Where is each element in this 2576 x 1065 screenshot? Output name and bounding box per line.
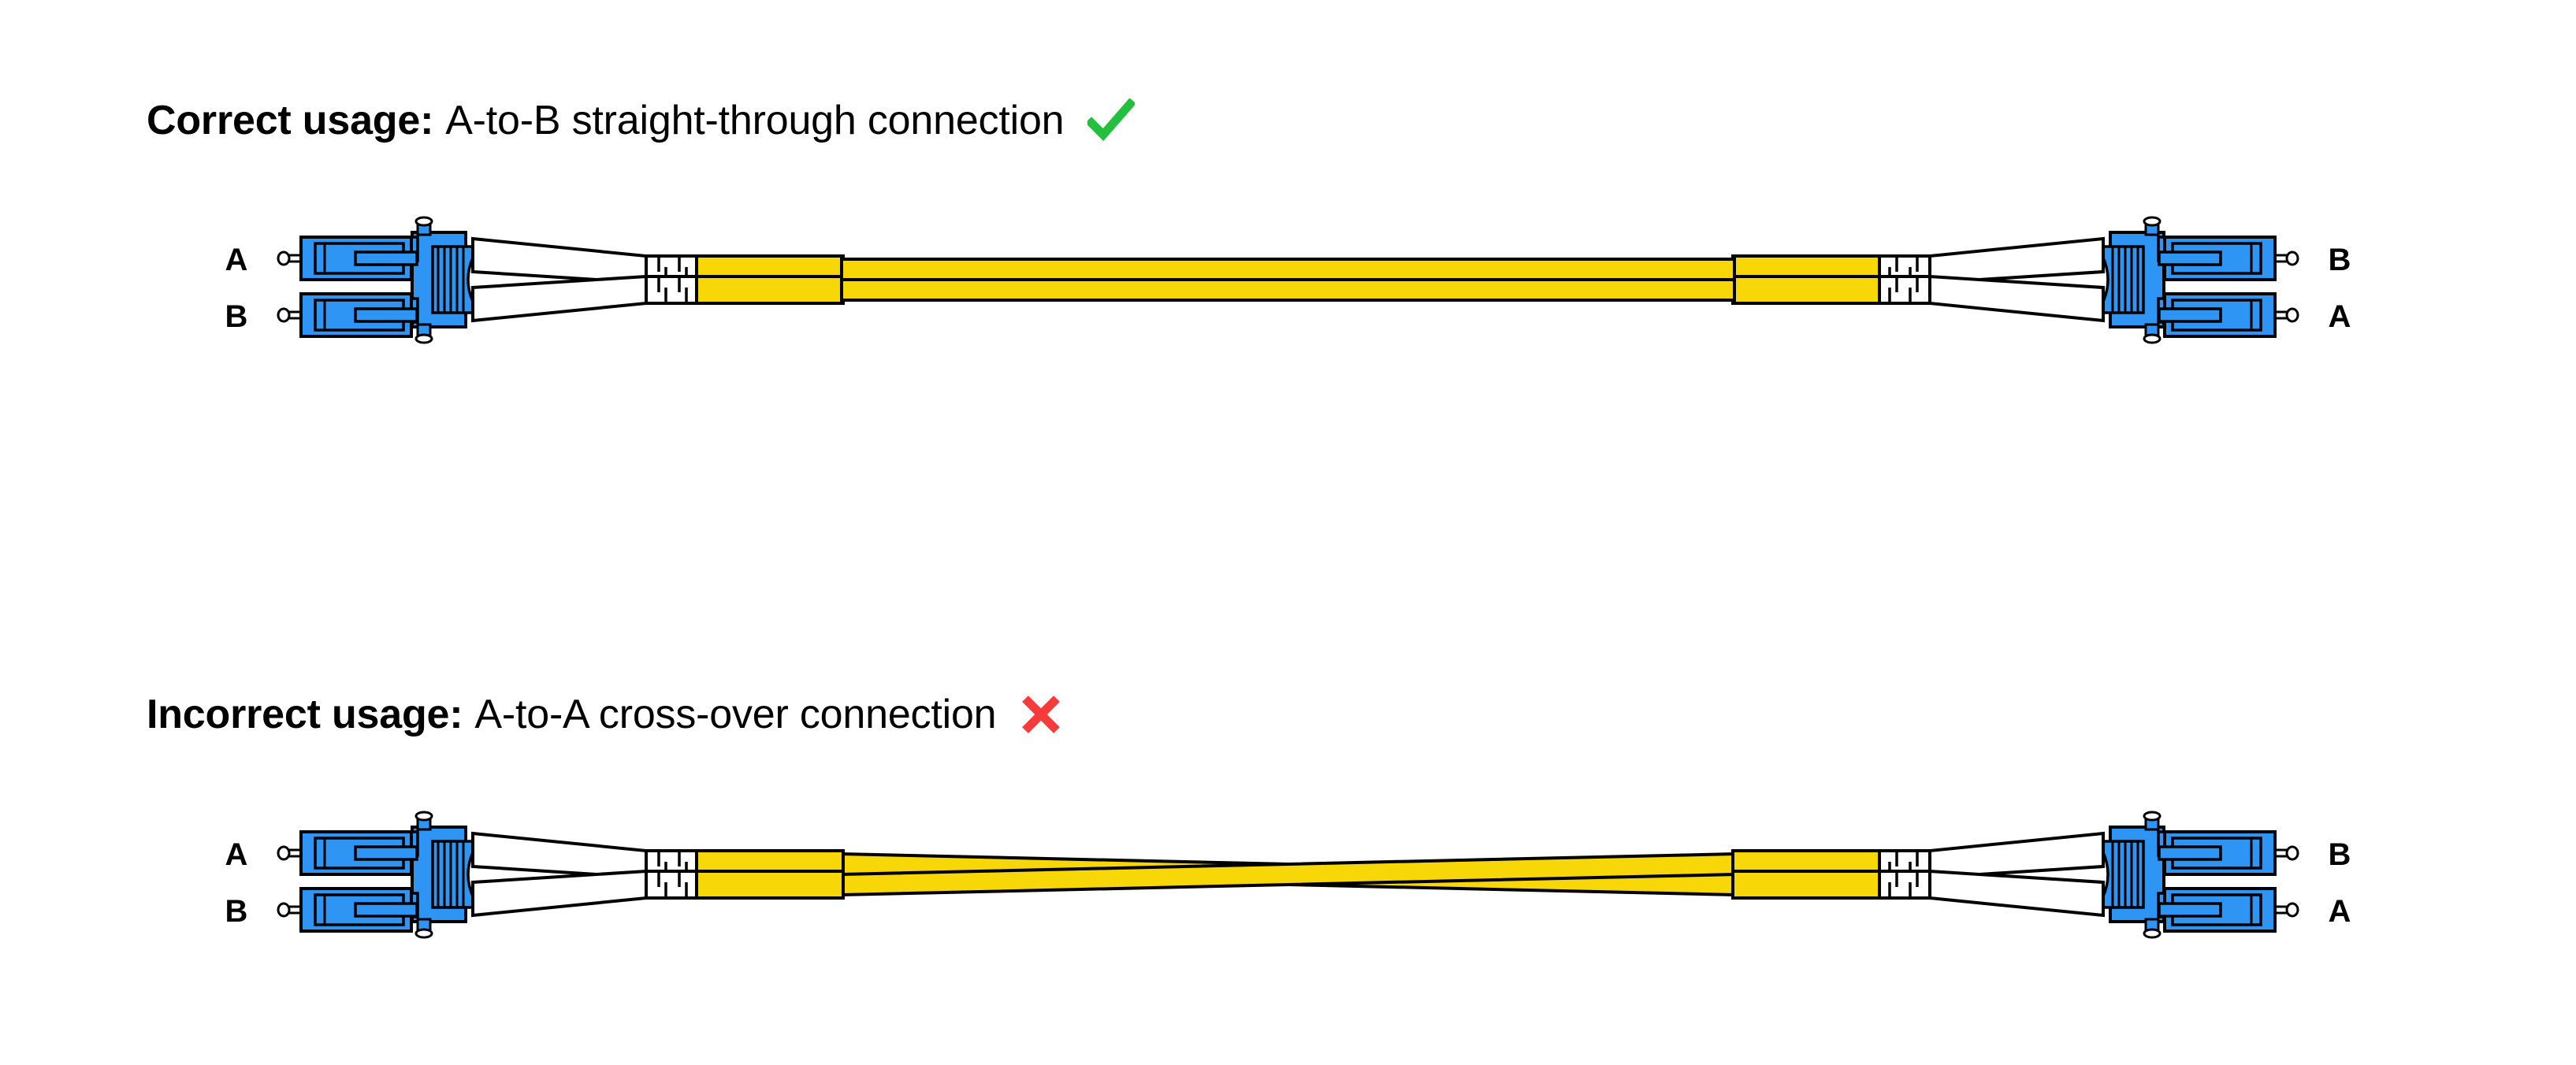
cable-boot-right-bottom bbox=[1878, 274, 2105, 323]
cable-boot-left-bottom bbox=[471, 274, 698, 323]
fiber-run-top bbox=[840, 258, 1736, 281]
connector-label-left-top: A bbox=[225, 243, 248, 277]
cross-mark-icon bbox=[1020, 693, 1062, 736]
fiber-jacket-left-bottom bbox=[695, 870, 845, 900]
fiber-jacket-right-bottom bbox=[1731, 870, 1881, 900]
lc-duplex-connector-left bbox=[277, 216, 475, 344]
lc-duplex-connector-right bbox=[2101, 811, 2299, 939]
connector-label-right-top: B bbox=[2329, 837, 2351, 872]
lc-duplex-connector-left bbox=[277, 811, 475, 939]
fiber-jacket-right-bottom bbox=[1731, 275, 1881, 305]
cable-boot-left-bottom bbox=[471, 869, 698, 918]
caption-text: A-to-A cross-over connection bbox=[474, 692, 997, 737]
connector-label-left-bottom: B bbox=[225, 299, 248, 334]
connector-label-right-bottom: A bbox=[2329, 894, 2351, 929]
caption-label: Correct usage: bbox=[147, 98, 434, 143]
caption-incorrect-usage: Incorrect usage: A-to-A cross-over conne… bbox=[147, 693, 1062, 736]
diagram-cross-over: A B bbox=[0, 796, 2576, 953]
connector-label-left-bottom: B bbox=[225, 894, 248, 929]
diagram-straight-through: A B bbox=[0, 201, 2576, 358]
connector-label-left-top: A bbox=[225, 837, 248, 872]
connector-label-right-bottom: A bbox=[2329, 299, 2351, 334]
caption-text: A-to-B straight-through connection bbox=[445, 98, 1065, 143]
fiber-jacket-left-bottom bbox=[695, 275, 845, 305]
caption-label: Incorrect usage: bbox=[147, 692, 463, 737]
connector-label-right-top: B bbox=[2329, 243, 2351, 277]
fiber-run-bottom bbox=[840, 278, 1736, 302]
check-mark-icon bbox=[1087, 98, 1136, 143]
cable-boot-right-bottom bbox=[1878, 869, 2105, 918]
caption-correct-usage: Correct usage: A-to-B straight-through c… bbox=[147, 98, 1136, 143]
lc-duplex-connector-right bbox=[2101, 216, 2299, 344]
